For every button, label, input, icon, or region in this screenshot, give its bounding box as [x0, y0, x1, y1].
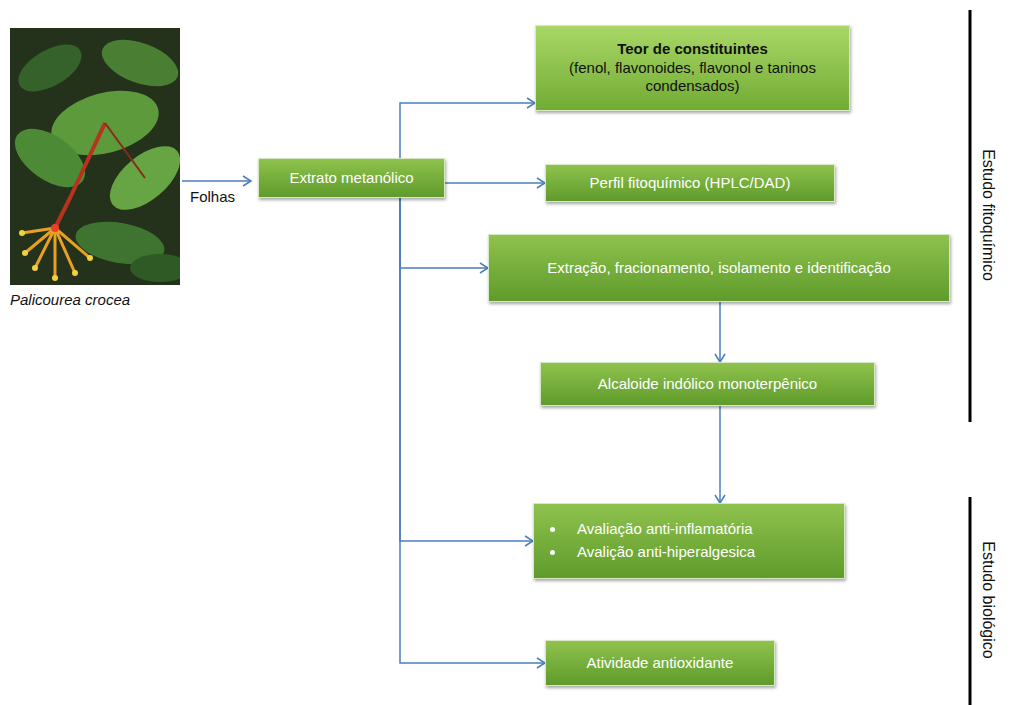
- box-text: Avaliação anti-inflamatória: [577, 520, 753, 539]
- box-text: Extrato metanólico: [289, 169, 413, 188]
- bullet: [550, 550, 555, 555]
- box-text: Alcaloide indólico monoterpênico: [598, 375, 817, 394]
- box-text: (fenol, flavonoides, flavonol e taninos …: [546, 59, 839, 97]
- flow-arrow: [445, 178, 545, 188]
- arrow-label: Folhas: [190, 188, 235, 205]
- box-text: Atividade antioxidante: [587, 654, 734, 673]
- bullet: [550, 527, 555, 532]
- section-label: Estudo fitoquímico: [979, 149, 997, 281]
- box-text: Extração, fracionamento, isolamento e id…: [547, 259, 891, 278]
- process-box: Alcaloide indólico monoterpênico: [540, 362, 875, 406]
- flow-arrow: [715, 406, 725, 503]
- process-box: Extrato metanólico: [258, 158, 445, 198]
- plant-photo: [10, 28, 180, 285]
- process-box: Avaliação anti-inflamatóriaAvalição anti…: [533, 503, 845, 579]
- box-text: Perfil fitoquímico (HPLC/DAD): [590, 174, 791, 193]
- box-text: Avalição anti-hiperalgesica: [577, 543, 755, 562]
- species-caption: Palicourea crocea: [10, 291, 130, 308]
- process-box: Atividade antioxidante: [545, 640, 775, 686]
- box-text: Teor de constituintes: [617, 40, 768, 59]
- process-box: Teor de constituintes(fenol, flavonoides…: [535, 25, 850, 111]
- list-item: Avalição anti-hiperalgesica: [550, 543, 755, 562]
- section-label: Estudo biológico: [979, 541, 997, 658]
- list-item: Avaliação anti-inflamatória: [550, 520, 753, 539]
- flow-arrow: [400, 198, 488, 273]
- process-box: Perfil fitoquímico (HPLC/DAD): [545, 164, 835, 202]
- flow-arrow: [715, 302, 725, 362]
- flow-arrow: [400, 98, 535, 158]
- process-box: Extração, fracionamento, isolamento e id…: [488, 234, 950, 302]
